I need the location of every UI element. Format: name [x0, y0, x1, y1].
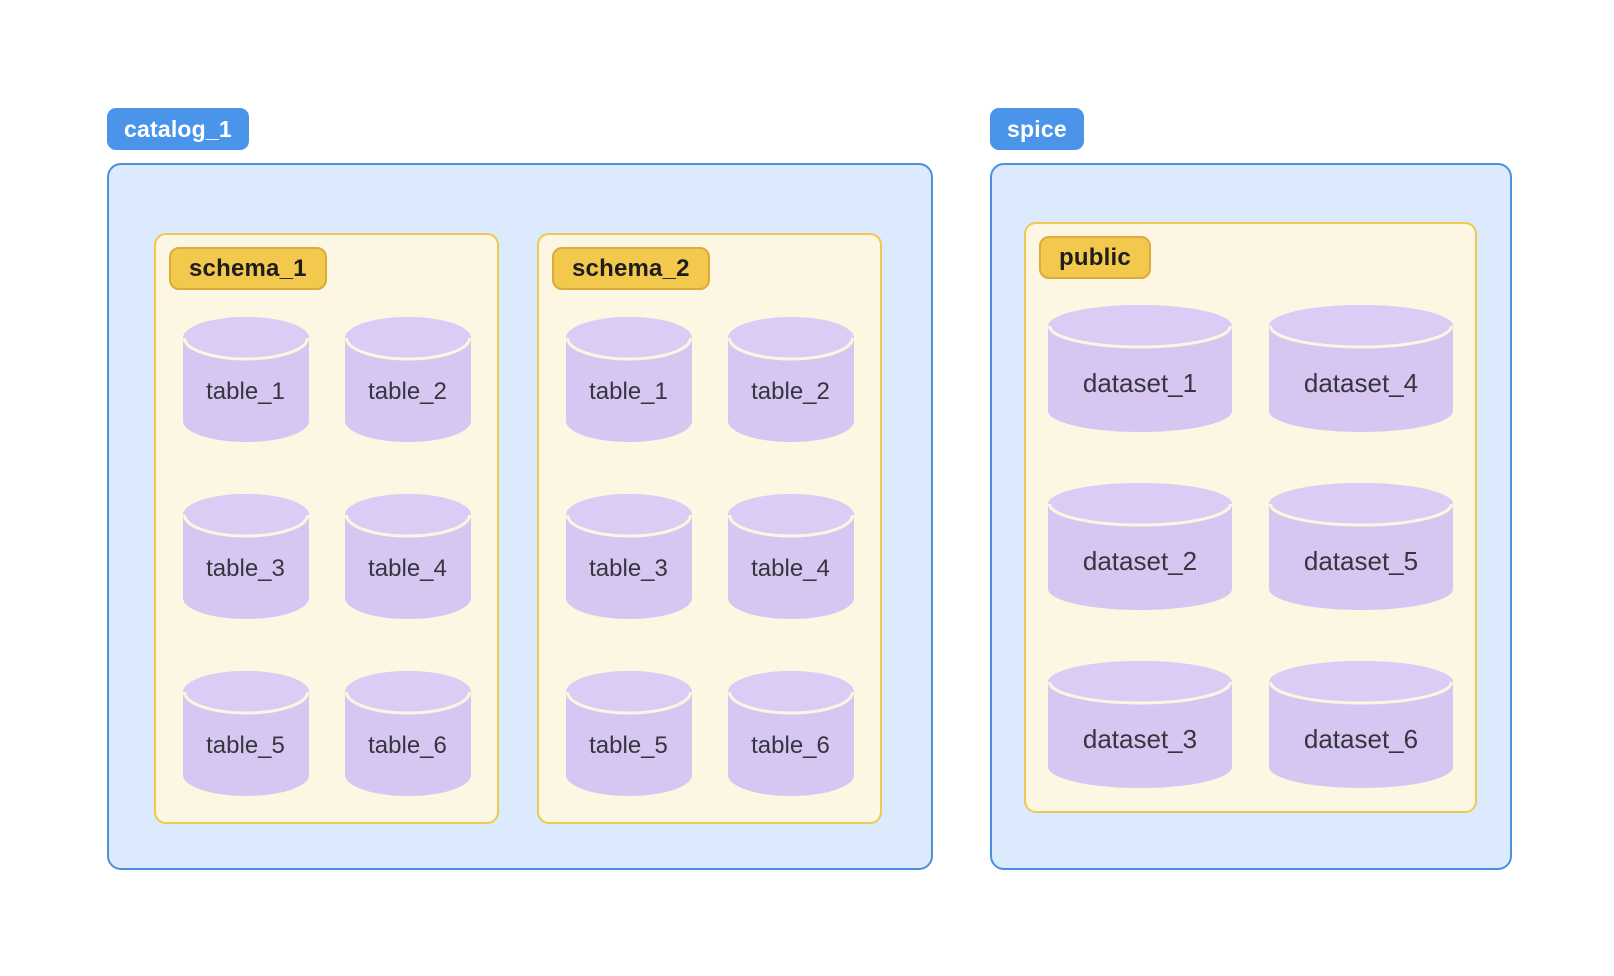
database-cylinder-icon — [727, 671, 854, 796]
table-cylinder-table_2: table_2 — [727, 317, 854, 442]
database-cylinder-icon — [565, 671, 692, 796]
catalog-badge: spice — [990, 108, 1084, 150]
database-cylinder-icon — [182, 494, 309, 619]
dataset-cylinder-dataset_6: dataset_6 — [1269, 661, 1453, 788]
dataset-cylinder-dataset_5: dataset_5 — [1269, 483, 1453, 610]
dataset-cylinder-dataset_2: dataset_2 — [1048, 483, 1232, 610]
schema-badge: public — [1039, 236, 1151, 279]
database-cylinder-icon — [182, 671, 309, 796]
schema-badge-row: public — [1026, 236, 1475, 279]
table-cylinder-table_1: table_1 — [182, 317, 309, 442]
table-cylinder-table_1: table_1 — [565, 317, 692, 442]
database-cylinder-icon — [1048, 483, 1232, 610]
database-cylinder-icon — [344, 671, 471, 796]
database-cylinder-icon — [565, 317, 692, 442]
table-cylinder-table_5: table_5 — [182, 671, 309, 796]
database-cylinder-icon — [727, 494, 854, 619]
table-cylinder-table_5: table_5 — [565, 671, 692, 796]
schema-badge-row: schema_1 — [156, 247, 497, 290]
database-cylinder-icon — [1269, 305, 1453, 432]
catalog-badge: catalog_1 — [107, 108, 249, 150]
table-cylinder-table_4: table_4 — [344, 494, 471, 619]
database-cylinder-icon — [565, 494, 692, 619]
database-cylinder-icon — [1048, 305, 1232, 432]
database-cylinder-icon — [344, 317, 471, 442]
cylinder-grid: table_1 table_2 table_3 table_4 table_5 table… — [156, 317, 497, 796]
dataset-cylinder-dataset_3: dataset_3 — [1048, 661, 1232, 788]
table-cylinder-table_2: table_2 — [344, 317, 471, 442]
table-cylinder-table_6: table_6 — [727, 671, 854, 796]
table-cylinder-table_3: table_3 — [182, 494, 309, 619]
schema-badge: schema_1 — [169, 247, 327, 290]
database-cylinder-icon — [727, 317, 854, 442]
dataset-cylinder-dataset_1: dataset_1 — [1048, 305, 1232, 432]
schema-badge-row: schema_2 — [539, 247, 880, 290]
dataset-cylinder-dataset_4: dataset_4 — [1269, 305, 1453, 432]
database-cylinder-icon — [1269, 661, 1453, 788]
cylinder-grid: table_1 table_2 table_3 table_4 table_5 table… — [539, 317, 880, 796]
table-cylinder-table_6: table_6 — [344, 671, 471, 796]
table-cylinder-table_4: table_4 — [727, 494, 854, 619]
database-cylinder-icon — [344, 494, 471, 619]
table-cylinder-table_3: table_3 — [565, 494, 692, 619]
database-cylinder-icon — [182, 317, 309, 442]
database-cylinder-icon — [1048, 661, 1232, 788]
database-cylinder-icon — [1269, 483, 1453, 610]
schema-badge: schema_2 — [552, 247, 710, 290]
